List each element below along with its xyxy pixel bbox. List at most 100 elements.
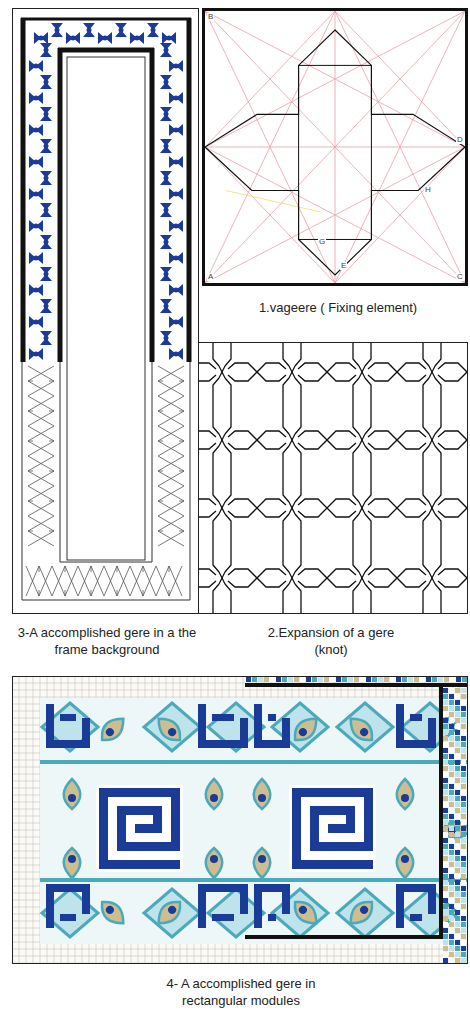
interlace-line [28, 396, 54, 426]
small-tile [461, 922, 466, 927]
frame-line [22, 362, 190, 600]
blue-dot [119, 28, 124, 33]
knot-strand [353, 514, 359, 572]
knot-strand [435, 446, 441, 502]
small-tile [443, 904, 448, 909]
small-tile [455, 712, 460, 717]
tile-joint [13, 690, 467, 691]
kufic-tile [337, 788, 346, 797]
knot-strand [213, 343, 219, 366]
teardrop [254, 779, 271, 809]
small-tile [455, 772, 460, 777]
blue-dot [44, 336, 49, 341]
small-tile [455, 838, 460, 843]
small-tile [455, 760, 460, 765]
kufic-stroke [82, 892, 90, 914]
blue-motif [40, 171, 52, 185]
blue-dot [34, 224, 39, 229]
blue-dot [174, 352, 179, 357]
small-tile [300, 677, 305, 682]
blue-motif [169, 92, 183, 104]
interlace-line [49, 501, 54, 502]
knot-strand [219, 366, 225, 378]
point-letter: E [340, 262, 347, 270]
teardrop-body [397, 779, 414, 809]
teardrop [64, 779, 81, 809]
small-tile [461, 736, 466, 741]
small-tile [455, 766, 460, 771]
small-tile [455, 880, 460, 885]
kufic-stroke [82, 718, 90, 740]
small-tile [461, 820, 466, 825]
tile-joint [13, 956, 467, 957]
blue-motif [160, 171, 172, 185]
small-tile [449, 802, 454, 807]
kufic-tile [99, 860, 108, 869]
interlace-line [78, 566, 104, 596]
small-tile [455, 958, 460, 963]
interlace-line [169, 566, 170, 572]
interlace-line [28, 426, 54, 456]
teal-lattice [337, 889, 393, 937]
knot-strand [438, 569, 467, 587]
knot-strand [359, 572, 365, 584]
blue-dot [44, 208, 49, 213]
blue-dot [34, 256, 39, 261]
small-tile [443, 940, 448, 945]
knot-strand [359, 366, 365, 378]
knot-strand [228, 431, 286, 449]
teardrop-dot [358, 904, 369, 915]
small-tile [449, 784, 454, 789]
small-tile [443, 916, 448, 921]
blue-dot [174, 96, 179, 101]
small-tile [336, 677, 341, 682]
small-tile [455, 718, 460, 723]
interlace-line [158, 486, 184, 516]
small-tile [384, 677, 389, 682]
knot-strand [213, 514, 219, 572]
kufic-tile [328, 842, 337, 851]
small-tile [461, 754, 466, 759]
teardrop [96, 896, 129, 929]
interlace-line [65, 566, 66, 572]
blue-dot [174, 128, 179, 133]
blue-motif [29, 156, 43, 168]
blue-dot [164, 208, 169, 213]
kufic-tile [310, 815, 319, 824]
inner-panel [67, 57, 145, 560]
small-tile [449, 820, 454, 825]
teal-lattice [144, 889, 200, 937]
small-tile [449, 766, 454, 771]
construction-line [205, 147, 335, 283]
blue-dot [174, 160, 179, 165]
small-tile [306, 677, 311, 682]
blue-motif [162, 32, 176, 44]
teardrop-body [254, 848, 271, 878]
interlace-line [179, 381, 184, 382]
small-tile [443, 958, 448, 963]
small-tile [462, 677, 467, 682]
knot-strand [435, 378, 441, 434]
small-tile [461, 850, 466, 855]
small-tile [443, 808, 448, 813]
tile-joint [26, 677, 27, 963]
knot-strand [298, 499, 356, 517]
kufic-stroke [410, 914, 422, 921]
construction-line [335, 147, 465, 283]
kufic-tile [153, 806, 162, 815]
interlace-line [52, 566, 78, 596]
figure-caption: 2.Expansion of a gere (knot) [256, 625, 406, 659]
small-tile [449, 712, 454, 717]
small-tile [402, 677, 407, 682]
small-tile [443, 712, 448, 717]
blue-dot [71, 36, 76, 41]
knot-strand [289, 572, 295, 584]
kufic-tile [117, 860, 126, 869]
blue-dot [87, 28, 92, 33]
small-tile [360, 677, 365, 682]
figure-panel: 2.Expansion of a gere (knot) [198, 342, 468, 614]
small-tile [443, 886, 448, 891]
blue-dot [164, 144, 169, 149]
knot-strand [435, 343, 441, 366]
small-tile [461, 880, 466, 885]
